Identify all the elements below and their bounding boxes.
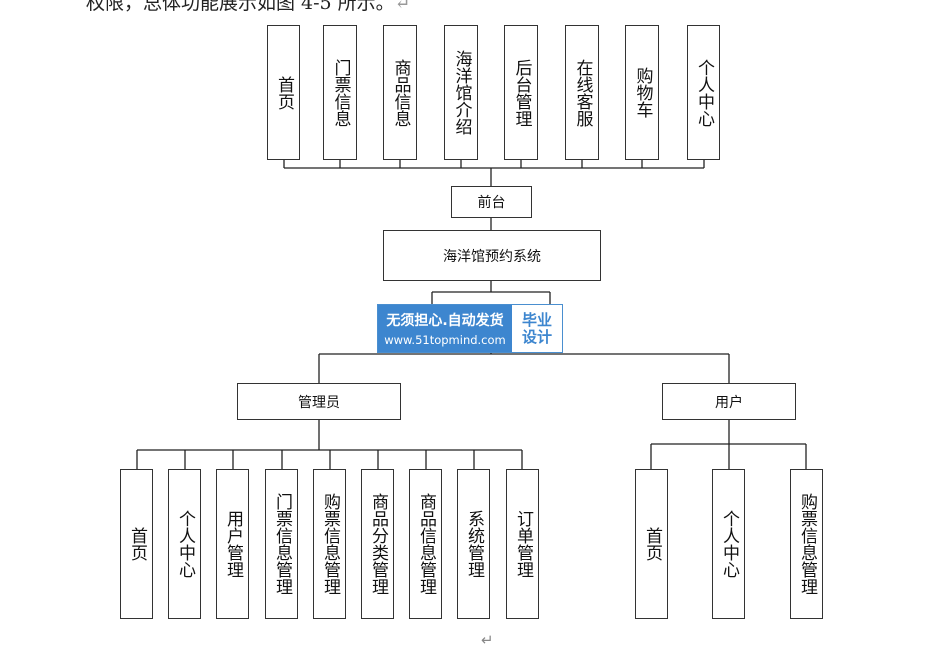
admin-module-product-category-management: 商品分类管理 <box>361 469 394 619</box>
front-module-home: 首页 <box>267 25 300 160</box>
front-module-admin-backend: 后台管理 <box>504 25 538 160</box>
watermark-url: www.51topmind.com <box>384 333 506 347</box>
admin-module-user-management: 用户管理 <box>216 469 249 619</box>
system-root-node: 海洋馆预约系统 <box>383 230 601 281</box>
paragraph-return-mark: ↵ <box>481 631 494 649</box>
front-module-online-service: 在线客服 <box>565 25 599 160</box>
watermark-badge-line2: 设计 <box>521 327 552 346</box>
admin-module-system-management: 系统管理 <box>457 469 490 619</box>
front-module-ticket-info: 门票信息 <box>323 25 357 160</box>
admin-module-ticket-info-management: 门票信息管理 <box>265 469 298 619</box>
front-module-shopping-cart: 购物车 <box>625 25 659 160</box>
admin-role-node: 管理员 <box>237 383 401 420</box>
front-module-product-info: 商品信息 <box>383 25 417 160</box>
admin-module-home: 首页 <box>120 469 153 619</box>
user-module-user-center: 个人中心 <box>712 469 745 619</box>
user-module-home: 首页 <box>635 469 668 619</box>
intro-text: 权限，总体功能展示如图 4-5 所示。 <box>86 0 395 14</box>
admin-module-user-center: 个人中心 <box>168 469 201 619</box>
admin-module-purchase-info-management: 购票信息管理 <box>313 469 346 619</box>
front-module-aquarium-intro: 海洋馆介绍 <box>444 25 478 160</box>
watermark-badge-line1: 毕业 <box>521 310 552 329</box>
admin-module-order-management: 订单管理 <box>506 469 539 619</box>
user-role-node: 用户 <box>662 383 796 420</box>
user-module-purchase-info-management: 购票信息管理 <box>790 469 823 619</box>
intro-return-mark: ↵ <box>394 0 411 14</box>
watermark-badge: 毕业 设计 <box>512 305 562 352</box>
front-node: 前台 <box>451 186 532 218</box>
watermark-slogan: 无须担心.自动发货 <box>386 313 504 329</box>
front-module-user-center: 个人中心 <box>687 25 720 160</box>
intro-paragraph: 权限，总体功能展示如图 4-5 所示。↵ <box>86 0 411 15</box>
watermark-left: 无须担心.自动发货 www.51topmind.com <box>378 305 512 352</box>
watermark-banner: 无须担心.自动发货 www.51topmind.com 毕业 设计 <box>377 304 563 353</box>
admin-module-product-info-management: 商品信息管理 <box>409 469 442 619</box>
